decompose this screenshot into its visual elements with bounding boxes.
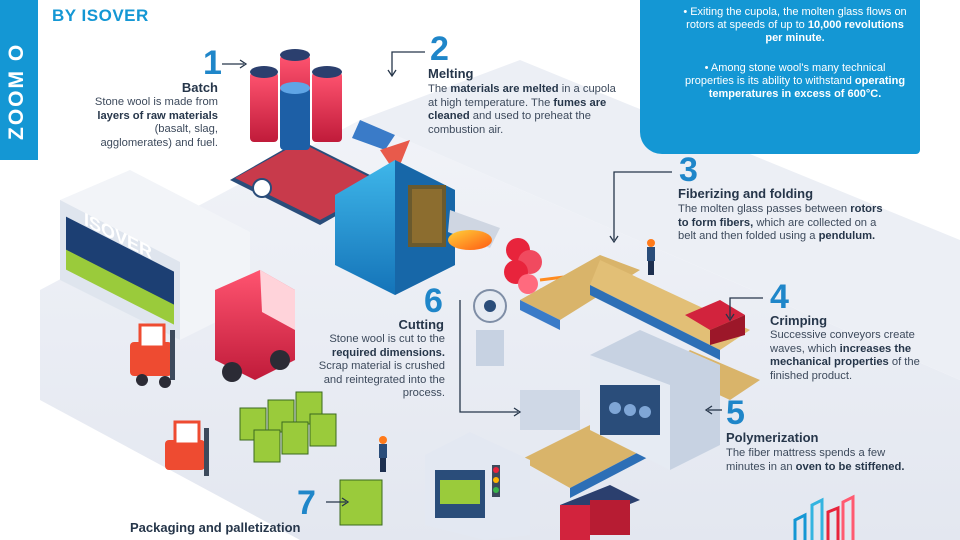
step-2-number: 2 — [430, 30, 449, 68]
step-1-desc-run: Stone wool is made from — [94, 96, 218, 108]
cupola — [335, 160, 500, 295]
step-5-desc-run: oven to be stiffened. — [795, 460, 905, 473]
step-3-desc-run: pendulum. — [818, 230, 876, 242]
step-5-desc: The fiber mattress spends a few minutes … — [726, 447, 926, 474]
step-4-desc-run: of the finished product. — [770, 356, 920, 382]
step-5-number: 5 — [726, 394, 745, 432]
step-3-desc: The molten glass passes between rotors t… — [678, 203, 888, 244]
step-6-desc-run: required dimensions. — [331, 346, 445, 359]
step-5-desc-run: The fiber mattress spends a few minutes … — [726, 447, 886, 473]
workers — [379, 239, 655, 472]
step-6-desc-run: Stone wool is cut to the — [329, 333, 445, 345]
cutting-saw — [473, 289, 580, 430]
step-6-desc: Stone wool is cut to the required dimens… — [300, 333, 445, 401]
step-1-desc-run: layers of raw materials — [97, 109, 218, 122]
step-3-number: 3 — [679, 151, 698, 189]
step-4-desc-run: increases the mechanical properties — [770, 342, 912, 369]
control-panel — [560, 485, 640, 540]
step-3-desc-run: rotors to form fibers, — [678, 203, 883, 229]
skyline-logo — [793, 494, 855, 540]
step-6-desc-run: Scrap material is crushed and reintegrat… — [318, 360, 445, 399]
step-3-desc-run: which are collected on a belt and then f… — [678, 216, 877, 243]
step-4-number: 4 — [770, 278, 789, 316]
truck — [60, 170, 295, 382]
vertical-title: ZOOM O — [5, 42, 28, 140]
floor-shadow — [360, 60, 960, 380]
step-2-title: Melting — [428, 66, 474, 81]
step-2-desc-run: materials are melted — [450, 83, 559, 95]
vertical-title-band — [0, 0, 38, 160]
forklift — [130, 323, 209, 476]
step-3-title: Fiberizing and folding — [678, 186, 814, 201]
step-3-desc-run: The molten glass passes between — [678, 203, 851, 215]
step-1-desc-run: (basalt, slag, agglomerates) and fuel. — [100, 123, 218, 149]
step-2-desc: The materials are melted in a cupola at … — [428, 83, 618, 137]
fact-1: • Exiting the cupola, the molten glass f… — [683, 6, 907, 44]
step-1-desc: Stone wool is made from layers of raw ma… — [90, 96, 218, 150]
facts-callout: • Exiting the cupola, the molten glass f… — [640, 0, 920, 154]
step-2-desc-run: in a cupola at high temperature. The — [428, 83, 616, 109]
rotors — [504, 238, 581, 300]
oven — [590, 330, 720, 470]
step-1-title: Batch — [181, 80, 218, 95]
conveyor-belt — [520, 255, 760, 498]
leader-lines — [222, 51, 763, 507]
step-6-number: 6 — [424, 282, 443, 320]
step-1-number: 1 — [203, 44, 222, 82]
step-2-desc-run: fumes are cleaned — [428, 96, 607, 123]
step-4-desc-run: Successive conveyors create waves, which — [770, 329, 915, 355]
fact-2: • Among stone wool's many technical prop… — [684, 62, 906, 100]
step-6-title: Cutting — [398, 317, 444, 332]
step-2-desc-run: The — [428, 83, 451, 95]
step-7-title: Packaging and palletization — [130, 520, 301, 535]
step-5-title: Polymerization — [726, 430, 819, 445]
byline: BY ISOVER — [52, 6, 149, 25]
packaging-machine — [425, 432, 530, 540]
step-2-desc-run: and used to preheat the combustion air. — [428, 110, 591, 136]
step-4-title: Crimping — [770, 313, 828, 328]
step-4-desc: Successive conveyors create waves, which… — [770, 329, 920, 383]
step-7-number: 7 — [297, 484, 316, 522]
